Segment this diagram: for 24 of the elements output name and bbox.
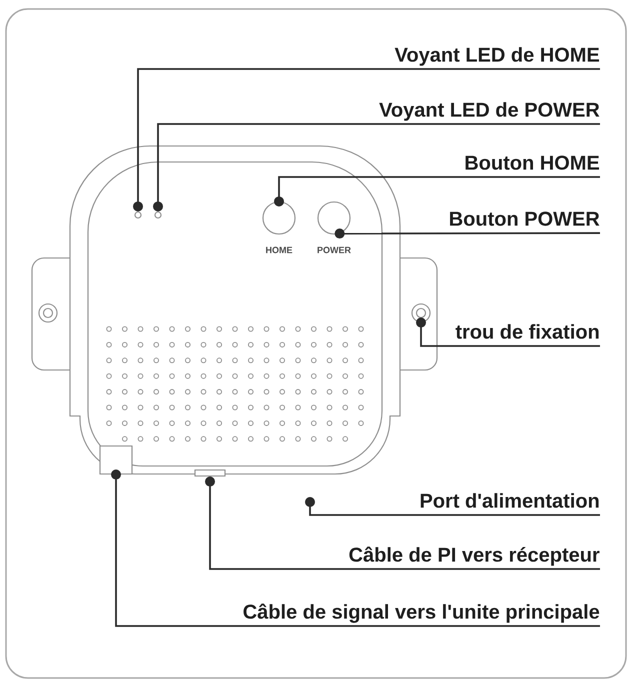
button-label: POWER — [318, 246, 351, 254]
button-label: HOME — [266, 246, 292, 254]
callout-label: Bouton HOME — [466, 156, 600, 170]
leader-line — [274, 176, 600, 206]
leader-line — [334, 228, 600, 239]
callout-label: Câble de PI vers récepteur — [349, 546, 600, 566]
push-button — [317, 201, 351, 235]
cable-outlet — [194, 469, 226, 477]
push-button — [262, 201, 296, 235]
leader-line — [416, 318, 600, 347]
leader-line — [205, 476, 600, 570]
leader-line — [153, 123, 600, 212]
leader-line — [305, 497, 600, 516]
callout-label: Voyant LED de HOME — [394, 47, 600, 66]
callout-label: Câble de signal vers l'unite principale — [244, 604, 600, 623]
cable-outlet — [99, 445, 133, 475]
leader-line — [111, 470, 600, 627]
callout-label: Voyant LED de POWER — [379, 102, 600, 121]
callout-label: Bouton POWER — [450, 212, 600, 226]
callout-label: Port d'alimentation — [420, 493, 599, 508]
led-indicator — [134, 211, 142, 219]
callout-label: trou de fixation — [456, 324, 599, 339]
leader-line — [133, 68, 600, 212]
led-indicator — [154, 211, 162, 219]
